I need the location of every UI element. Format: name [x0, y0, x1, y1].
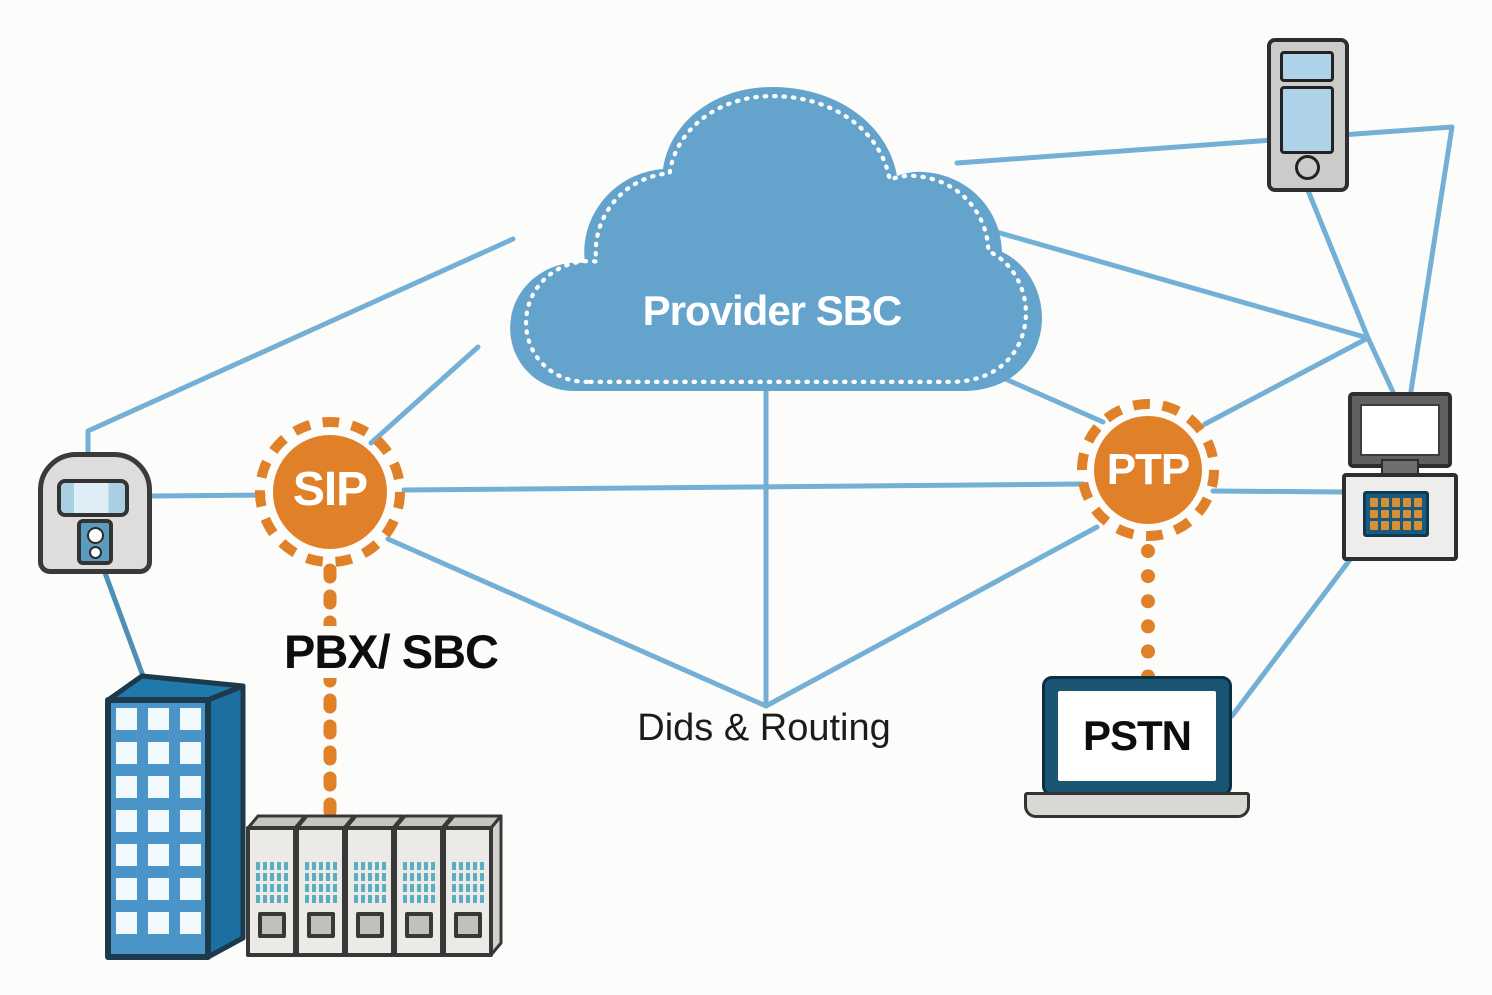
line-cloud-to-junction: [969, 222, 1371, 341]
building-windows: [116, 708, 201, 936]
line-ptp-to-terminal: [1210, 488, 1347, 495]
mobile-phone-icon: [1267, 38, 1349, 192]
server-display: [354, 862, 387, 903]
terminal-key: [1403, 498, 1411, 507]
mobile-home-button: [1295, 155, 1320, 180]
line-terminal-to-laptop: [1229, 554, 1355, 719]
line-cloud-to-terminal-via-bend: [954, 124, 1455, 394]
line-deskphone-to-building: [98, 559, 146, 679]
terminal-key: [1392, 498, 1400, 507]
pbx-sbc-label: PBX/ SBC: [243, 626, 539, 678]
sip-label: SIP: [292, 463, 368, 516]
server-display: [305, 862, 338, 903]
line-mobile-to-junction: [1304, 185, 1371, 341]
terminal-key: [1381, 521, 1389, 530]
line-sip-to-ptp: [401, 481, 1086, 493]
laptop-icon: PSTN: [1042, 676, 1232, 796]
ptp-label: PTP: [1106, 445, 1191, 494]
terminal-monitor-screen: [1360, 404, 1440, 456]
terminal-key: [1414, 498, 1422, 507]
cloud-label: Provider SBC: [642, 287, 903, 334]
terminal-key: [1403, 509, 1411, 519]
laptop-screen: PSTN: [1058, 691, 1216, 781]
terminal-key: [1392, 521, 1400, 530]
terminal-key: [1370, 509, 1378, 519]
terminal-key: [1381, 498, 1389, 507]
line-deskphone-to-sip: [149, 492, 266, 499]
cloud-dotted-border: [523, 93, 1029, 384]
pstn-label: PSTN: [1082, 712, 1192, 759]
cloud-icon: [510, 87, 1042, 391]
terminal-key: [1370, 521, 1378, 530]
terminal-key: [1392, 509, 1400, 519]
desk-phone-screen: [57, 479, 129, 517]
terminal-key: [1403, 521, 1411, 530]
line-cloud-to-sip: [368, 344, 481, 446]
line-sip-to-routing: [385, 536, 769, 709]
line-cloud-to-deskphone: [85, 236, 516, 461]
mobile-main-screen: [1280, 86, 1334, 154]
server-display: [452, 862, 485, 903]
desk-phone-keypad: [77, 519, 113, 565]
terminal-key: [1414, 509, 1422, 519]
terminal-key: [1381, 509, 1389, 519]
line-ptp-to-routing: [763, 524, 1100, 709]
terminal-icon: [1342, 473, 1458, 561]
line-junction-to-terminal: [1365, 335, 1396, 395]
desk-phone-button: [86, 527, 104, 544]
server-display: [403, 862, 436, 903]
sip-node-icon: [255, 417, 405, 567]
mobile-top-screen: [1280, 51, 1334, 82]
ptp-node-icon: [1077, 399, 1219, 541]
terminal-keypad: [1363, 491, 1429, 537]
desk-phone-icon: [38, 452, 152, 574]
terminal-key: [1414, 521, 1422, 530]
terminal-monitor-icon: [1348, 392, 1452, 468]
laptop-base: [1024, 792, 1250, 818]
server-display: [256, 862, 289, 903]
desk-phone-button: [88, 546, 102, 559]
terminal-key: [1370, 498, 1378, 507]
dids-routing-label: Dids & Routing: [637, 707, 891, 749]
line-junction-to-ptp: [1202, 335, 1371, 427]
